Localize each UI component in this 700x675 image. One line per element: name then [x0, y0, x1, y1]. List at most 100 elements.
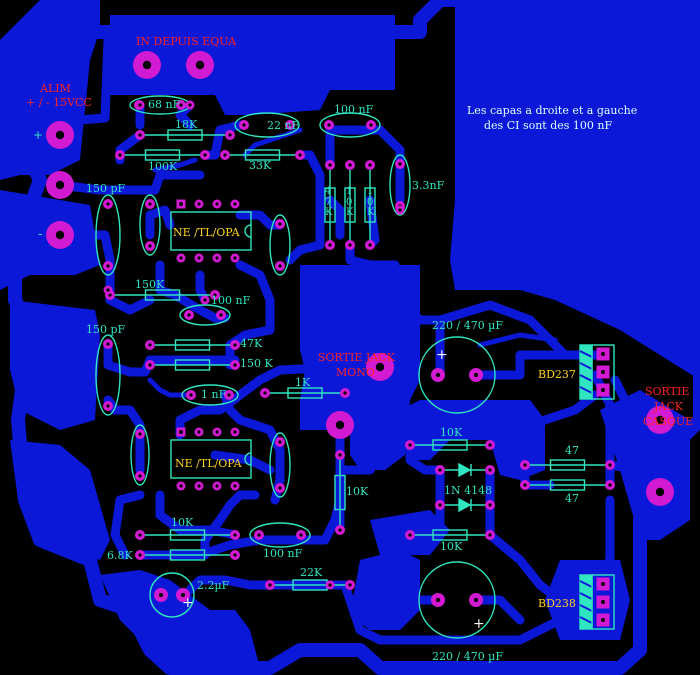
r18k-pad-a-hole — [138, 133, 142, 137]
c22n-label: 22 nF — [267, 119, 300, 132]
bd237-pin-hole — [601, 352, 605, 356]
bd238-pin-hole — [601, 582, 605, 586]
via-pad-6-hole — [348, 163, 352, 167]
c150p-a-pad-a-hole — [106, 202, 110, 206]
r47k-vertical-label: 4 7 K — [325, 186, 333, 218]
alim-label: ALIM — [40, 82, 71, 95]
alim-plus-label: + — [33, 128, 44, 142]
r10k-v1-body — [344, 187, 356, 223]
r10k-vertical-3-label: 10K — [346, 485, 369, 498]
alim-plus-pad-hole — [55, 130, 65, 140]
c68n-label: 68 nF — [148, 98, 181, 111]
r22k-pad-a-hole — [268, 583, 272, 587]
c220-top-pad-a-hole — [435, 372, 441, 378]
r6-8k-pad-b-hole — [233, 553, 237, 557]
diode-b-arrow — [458, 497, 472, 513]
r10k-low-pad-b-hole — [488, 533, 492, 537]
ic-top-notch — [244, 224, 252, 238]
c3-3n-pad-a-hole — [398, 162, 402, 166]
c2-2u-label: 2.2µF — [197, 579, 230, 592]
c220-bot-outline — [418, 561, 496, 639]
c220-bot-pad-a-hole — [435, 597, 441, 603]
c-top-right-pad-b-hole — [278, 264, 282, 268]
ic-bottom-pin-hole — [233, 484, 237, 488]
r150k-a-body — [144, 289, 181, 301]
r47k-pad-b-hole — [233, 343, 237, 347]
c220-top-label: 220 / 470 µF — [432, 319, 503, 332]
r47-b-pad-a-hole — [523, 483, 527, 487]
r47-b-label: 47 — [565, 492, 579, 505]
r10k-mid-pad-b-hole — [488, 443, 492, 447]
c1n-pad-b-hole — [227, 393, 231, 397]
r33k-body — [244, 149, 281, 161]
ic-top-pin-hole — [197, 256, 201, 260]
ic-top-pin-hole — [197, 202, 201, 206]
bd237-hatch — [579, 362, 593, 370]
c-top-right-outline — [269, 214, 291, 276]
c150p-b-pad-b-hole — [106, 404, 110, 408]
alim-gnd-pad-hole — [55, 180, 65, 190]
bd238-hatch — [579, 580, 593, 588]
c220-top-outline — [418, 336, 496, 414]
ic-bottom-notch — [244, 452, 252, 466]
c150p-b-small-pad-a-hole — [148, 202, 152, 206]
ic-bottom-pin-hole — [215, 484, 219, 488]
c2-2u-pad-b-hole — [180, 592, 186, 598]
ic-bottom-label: NE /TL/OPA — [175, 457, 242, 470]
r1k-label: 1K — [295, 376, 311, 389]
c22n-outline — [234, 112, 300, 138]
ic-bottom-pin-hole — [197, 484, 201, 488]
via-pad-9-hole — [106, 288, 110, 292]
diode-label: 1N 4148 — [444, 484, 493, 497]
r10k-low-label: 10K — [440, 540, 463, 553]
ic-top-pin-hole — [233, 202, 237, 206]
r150k-b-body — [174, 359, 211, 371]
c100n-top-pad-a-hole — [327, 123, 331, 127]
r47-a-label: 47 — [565, 444, 579, 457]
c2-2u-outline — [149, 572, 195, 618]
ic-top-pin-hole — [215, 202, 219, 206]
via-pad-12-hole — [348, 583, 352, 587]
c220-top-plus-label: + — [436, 347, 448, 363]
r1k-pad-a-hole — [263, 391, 267, 395]
input-pad-r-hole — [195, 60, 205, 70]
r47k-pad-a-hole — [148, 343, 152, 347]
r10k-low-body — [432, 529, 468, 541]
r100k-body — [144, 149, 181, 161]
c100n-top-label: 100 nF — [334, 103, 374, 116]
note-line-1: Les capas a droite et a gauche — [467, 104, 638, 117]
r47-a-pad-b-hole — [608, 463, 612, 467]
r33k-label: 33K — [249, 159, 272, 172]
r47-b-body — [549, 479, 586, 491]
ic-bottom-pin-hole — [197, 430, 201, 434]
r47k-v-pad-b-hole — [328, 243, 332, 247]
c150p-b-pad-a-hole — [106, 342, 110, 346]
c-bottom-right-outline — [269, 432, 291, 498]
c-bottom-right-pad-a-hole — [278, 440, 282, 444]
mono-output-label-2: MONO — [336, 366, 375, 379]
bd238-hatch — [579, 616, 593, 624]
ic-bottom-pin-hole — [179, 430, 183, 434]
r47-a-pad-a-hole — [523, 463, 527, 467]
r47-a-body — [549, 459, 586, 471]
c22n-pad-a-hole — [242, 123, 246, 127]
r10k-left-pad-b-hole — [233, 533, 237, 537]
c150p-b-small-pad-b-hole — [148, 244, 152, 248]
ic-top-pin-hole — [179, 202, 183, 206]
r10k-left-pad-a-hole — [138, 533, 142, 537]
r33k-pad-a-hole — [223, 153, 227, 157]
r10k-mid-label: 10K — [440, 426, 463, 439]
ic-top-pin-hole — [215, 256, 219, 260]
bd237-pin-hole — [601, 370, 605, 374]
c100n-mid-pad-a-hole — [187, 313, 191, 317]
input-pad-l-hole — [142, 60, 152, 70]
r100k-label: 100K — [148, 160, 178, 173]
r10k-v1-pad-b-hole — [348, 243, 352, 247]
c150p-b-label: 150 pF — [86, 323, 126, 336]
mono-output-label-1: SORTIE JACK — [318, 351, 395, 364]
r6-8k-pad-a-hole — [138, 553, 142, 557]
r150k-b-label: 150 K — [240, 357, 273, 370]
r47k-v-body — [324, 187, 336, 223]
casque-output-label-1: SORTIE — [645, 385, 690, 398]
mono-out-pad-hole — [375, 362, 385, 372]
